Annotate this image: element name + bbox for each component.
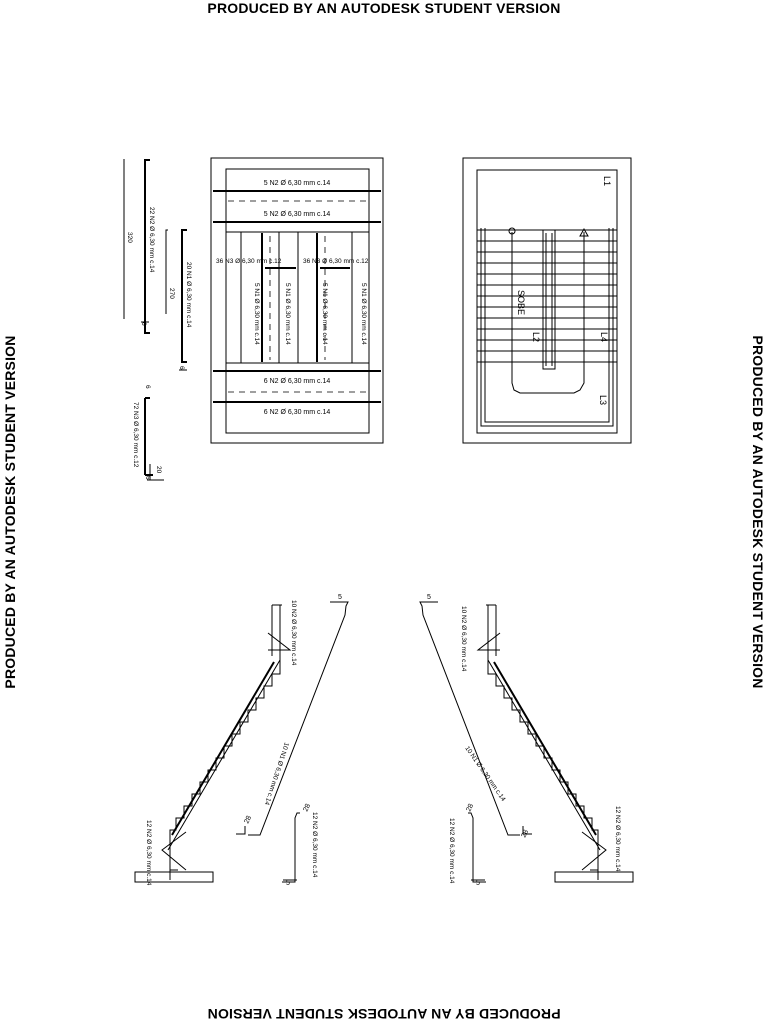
long-bar-label-1: 5 N1 Ø 6,30 mm c.14 — [253, 283, 260, 345]
left-right-bar-label: 12 N2 Ø 6,30 mm c.14 — [311, 812, 318, 878]
center-stringer — [542, 229, 556, 370]
right-bottom-dim: 5 — [476, 880, 480, 887]
left-top-bar-label: 10 N2 Ø 6,30 mm c.14 — [290, 600, 297, 666]
right-top-dim: 5 — [427, 594, 431, 601]
plan-inner-frame — [225, 168, 370, 434]
long-bar-label-2: 5 N1 Ø 6,30 mm c.14 — [284, 283, 291, 345]
right-top-bar-label: 10 N2 Ø 6,30 mm c.14 — [460, 606, 467, 672]
stair-plan: L1 L2 L3 L4 SOBE — [462, 157, 632, 444]
stair-section-left: 10 N2 Ø 6,30 mm c.14 10 N1 Ø 6,30 mm c.1… — [134, 594, 349, 887]
bottom-bars-label-2: 6 N2 Ø 6,30 mm c.14 — [264, 409, 331, 416]
stair-direction-label: SOBE — [516, 290, 526, 315]
reinforcement-plan: 5 N2 Ø 6,30 mm c.14 5 N2 Ø 6,30 mm c.14 … — [210, 157, 384, 444]
stair-start-circle — [508, 227, 516, 235]
stair-section-right — [419, 601, 634, 883]
n1-hook-dim: 6 — [178, 366, 185, 370]
right-right-bar-label: 12 N2 Ø 6,30 mm c.14 — [448, 818, 455, 884]
n3-hook-top-dim: 6 — [144, 385, 151, 389]
bottom-bars-label-1: 6 N2 Ø 6,30 mm c.14 — [264, 378, 331, 385]
long-bar-label-3: 5 N1 Ø 6,30 mm c.14 — [321, 283, 328, 345]
n3-schedule-label: 72 N3 Ø 6,30 mm c.12 — [132, 402, 139, 468]
stair-arrow-icon — [579, 227, 589, 237]
level-l2-label: L2 — [531, 332, 541, 342]
level-l3-label: L3 — [598, 395, 608, 405]
cross-bars-label-left: 36 N3 Ø 6,30 mm c.12 — [216, 258, 282, 265]
long-bar-label-4: 5 N1 Ø 6,30 mm c.14 — [360, 283, 367, 345]
n2-schedule-label: 22 N2 Ø 6,30 mm c.14 — [148, 207, 155, 273]
cross-bars-label-right: 36 N3 Ø 6,30 mm c.12 — [303, 258, 369, 265]
n1-schedule-label: 20 N1 Ø 6,30 mm c.14 — [185, 262, 192, 328]
left-dim-28b: 28 — [302, 803, 312, 813]
stair-plan-inner-frame — [476, 169, 618, 434]
left-bottom-dim: 5 — [286, 880, 290, 887]
n3-hook-bottom-dim: 20 — [155, 466, 162, 474]
level-l1-label: L1 — [602, 176, 612, 186]
n1-length-dim: 270 — [168, 288, 175, 299]
left-top-dim: 5 — [338, 594, 342, 601]
stair-section-right-labels: 10 N2 Ø 6,30 mm c.14 10 N1 Ø 6,30 mm c.1… — [427, 594, 621, 887]
left-dim-28a: 28 — [243, 815, 253, 825]
student-watermark-top: PRODUCED BY AN AUTODESK STUDENT VERSION — [207, 0, 561, 16]
left-bottom-bar-label: 12 N2 Ø 6,30 mm c.14 — [145, 820, 152, 886]
n2-length-dim: 320 — [126, 232, 133, 243]
right-dim-28a: 28 — [520, 829, 530, 839]
right-dim-28b: 28 — [465, 803, 475, 813]
stair-plan-outer-frame — [462, 157, 632, 444]
right-diagonal-bar-label: 10 N1 Ø 6,30 mm c.14 — [463, 745, 506, 803]
level-l4-label: L4 — [599, 332, 609, 342]
n2-hook-dim: 6 — [140, 322, 147, 326]
top-bars-label-2: 5 N2 Ø 6,30 mm c.14 — [264, 211, 331, 218]
right-bottom-bar-label: 12 N2 Ø 6,30 mm c.14 — [614, 806, 621, 872]
bar-schedule: 320 22 N2 Ø 6,30 mm c.14 6 270 20 N1 Ø 6… — [123, 159, 192, 481]
top-bars-label-1: 5 N2 Ø 6,30 mm c.14 — [264, 180, 331, 187]
plan-outer-frame — [210, 157, 384, 444]
n3-end-dim: 6 — [144, 476, 151, 480]
left-diagonal-bar-label: 10 N1 Ø 6,30 mm c.14 — [263, 741, 290, 806]
